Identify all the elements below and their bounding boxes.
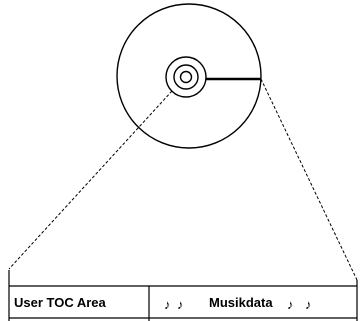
disc-icon <box>116 3 262 149</box>
disc-outer-edge <box>116 3 262 149</box>
lead-in-ring <box>165 56 207 98</box>
music-note-icon: ♪ ♪ <box>287 297 312 312</box>
projection-line-left <box>8 90 173 270</box>
track-layout-table: User TOC Area ♪ ♪ Musikdata ♪ ♪ <box>8 270 358 321</box>
note-glyph-1: ♪ <box>164 297 171 312</box>
projection-line-right <box>260 78 358 281</box>
musikdata-label: Musikdata <box>209 295 273 310</box>
note-glyph-4: ♪ <box>305 297 312 312</box>
hub-ring <box>173 64 199 90</box>
note-glyph-2: ♪ <box>177 297 184 312</box>
user-toc-area-label: User TOC Area <box>14 295 107 310</box>
note-glyph-3: ♪ <box>287 297 294 312</box>
music-note-icon: ♪ ♪ <box>164 297 184 312</box>
projection-lines <box>8 78 358 281</box>
center-hole <box>179 70 193 84</box>
